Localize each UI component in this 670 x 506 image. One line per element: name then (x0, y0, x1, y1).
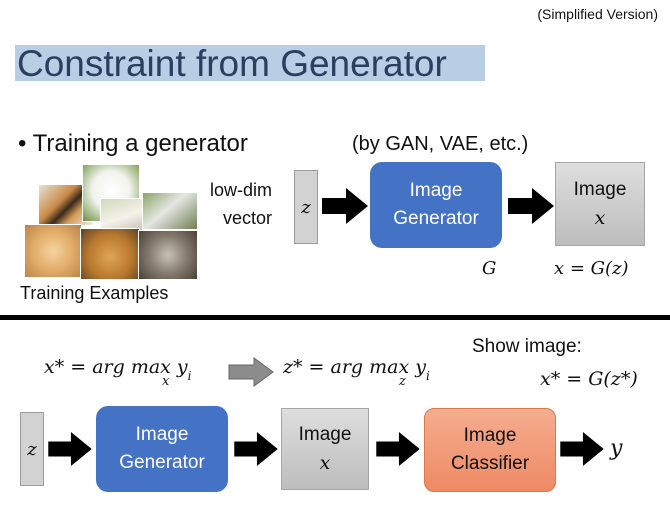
equation-x-star: x* = arg max yi x (44, 356, 192, 389)
training-examples-collage (24, 162, 200, 282)
show-image-label: Show image: (472, 336, 582, 357)
eq1-text: x* = arg max y (44, 356, 188, 378)
image-bottom-label: Image (298, 424, 352, 445)
z-vector-box: z (294, 170, 318, 244)
image-generator-box: Image Generator (370, 162, 502, 248)
arrow-right-icon (48, 432, 92, 466)
arrow-right-icon (376, 432, 420, 466)
eq2-index: i (425, 369, 430, 383)
generator-line1: Image (409, 180, 463, 201)
section-divider (0, 315, 670, 320)
photo-wolf (138, 230, 198, 280)
image-classifier-box: Image Classifier (424, 408, 556, 492)
eq1-argmax-sub: x (162, 374, 170, 389)
eq1-index: i (187, 369, 192, 383)
bullet-training-generator: • Training a generator (18, 130, 248, 157)
photo-goat (142, 192, 198, 230)
generator-G-label: G (482, 258, 497, 279)
x-equals-G-z-label: x = G(z) (554, 258, 629, 279)
training-examples-label: Training Examples (20, 283, 169, 303)
generated-image-box: Image x (555, 162, 645, 246)
bullet-text: Training a generator (32, 130, 248, 157)
simplified-version-note: (Simplified Version) (537, 6, 658, 22)
photo-shiba (80, 228, 140, 280)
arrow-right-icon (322, 188, 368, 224)
generator-bottom-line2: Generator (119, 452, 205, 473)
low-dim-line1: low-dim (210, 180, 273, 200)
z-vector-box-bottom: z (20, 412, 44, 486)
arrow-right-icon (234, 432, 278, 466)
low-dim-line2: vector (222, 208, 273, 228)
generator-line2: Generator (393, 208, 479, 229)
classifier-line1: Image (463, 425, 517, 446)
classifier-line2: Classifier (450, 453, 530, 474)
arrow-right-icon (560, 432, 604, 466)
title-highlight (15, 45, 485, 81)
output-y-label: y (610, 436, 623, 461)
gan-vae-note: (by GAN, VAE, etc.) (352, 133, 529, 155)
image-generator-box-bottom: Image Generator (96, 406, 228, 492)
eq2-argmax-sub: z (399, 374, 406, 389)
show-image-equation: x* = G(z*) (540, 368, 638, 390)
eq2-text: z* = arg max y (283, 356, 426, 378)
arrow-right-icon (508, 188, 554, 224)
equation-z-star: z* = arg max yi z (283, 356, 430, 389)
slide-title: Constraint from Generator (17, 43, 447, 84)
generator-bottom-line1: Image (135, 424, 189, 445)
low-dim-vector-label: low-dim vector (210, 176, 272, 232)
photo-doge (24, 224, 82, 278)
image-label: Image (573, 179, 627, 200)
gray-arrow-icon (228, 357, 274, 387)
image-bottom-x-symbol: x (319, 452, 331, 474)
image-x-box-bottom: Image x (281, 408, 369, 490)
image-x-symbol: x (594, 207, 606, 229)
